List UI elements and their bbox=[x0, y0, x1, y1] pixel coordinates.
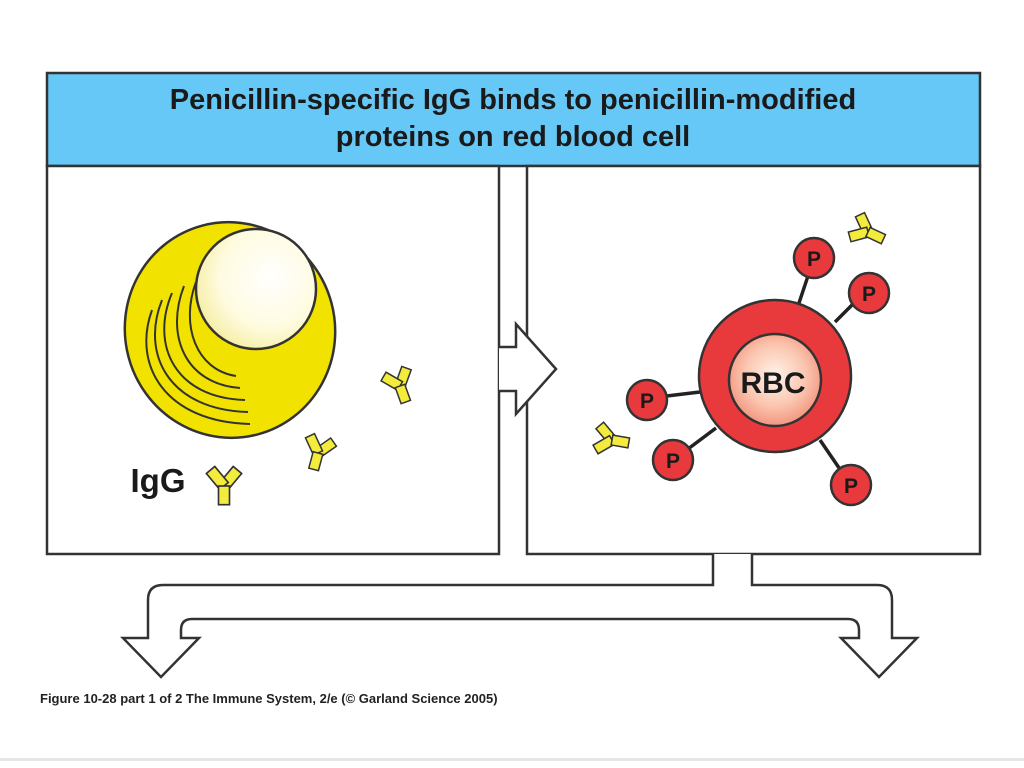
penicillin-proteins bbox=[625, 236, 891, 507]
rbc-center bbox=[727, 332, 823, 428]
figure-caption: Figure 10-28 part 1 of 2 The Immune Syst… bbox=[40, 691, 498, 706]
protein-p bbox=[792, 236, 836, 280]
protein-label: P bbox=[640, 390, 654, 413]
nucleus bbox=[194, 227, 318, 351]
protein-p bbox=[625, 378, 669, 422]
igg-label: IgG bbox=[131, 462, 186, 499]
plasma-cell bbox=[123, 220, 337, 440]
protein-p bbox=[829, 463, 873, 507]
protein-label: P bbox=[807, 248, 821, 271]
protein-p bbox=[651, 438, 695, 482]
branching-arrow bbox=[120, 554, 920, 679]
protein-label: P bbox=[844, 475, 858, 498]
protein-label: P bbox=[862, 283, 876, 306]
header-bar bbox=[45, 71, 982, 168]
protein-label: P bbox=[666, 450, 680, 473]
protein-p bbox=[847, 271, 891, 315]
footer-divider bbox=[0, 758, 1024, 761]
right-arrow bbox=[499, 320, 558, 418]
title-line-1: Penicillin-specific IgG binds to penicil… bbox=[169, 84, 857, 116]
title-line-2: proteins on red blood cell bbox=[335, 121, 691, 153]
page-title: Penicillin-specific IgG binds to penicil… bbox=[48, 82, 978, 156]
rbc-label: RBC bbox=[741, 367, 806, 400]
